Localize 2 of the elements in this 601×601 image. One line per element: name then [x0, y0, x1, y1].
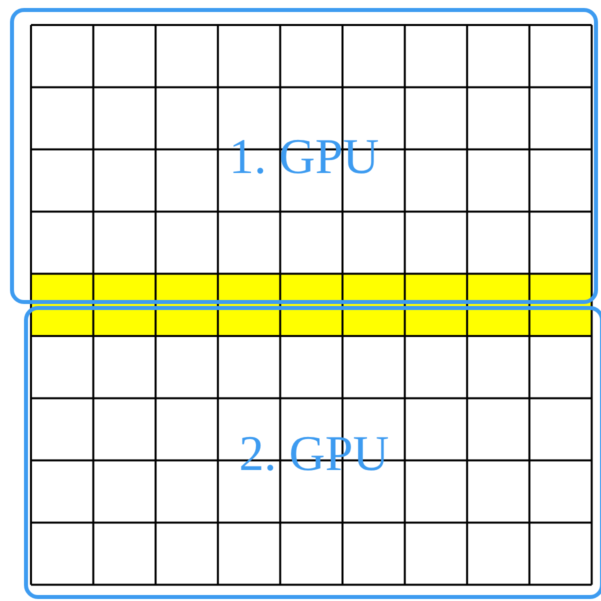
region-outline: [10, 8, 598, 304]
region-outline: [24, 306, 601, 599]
